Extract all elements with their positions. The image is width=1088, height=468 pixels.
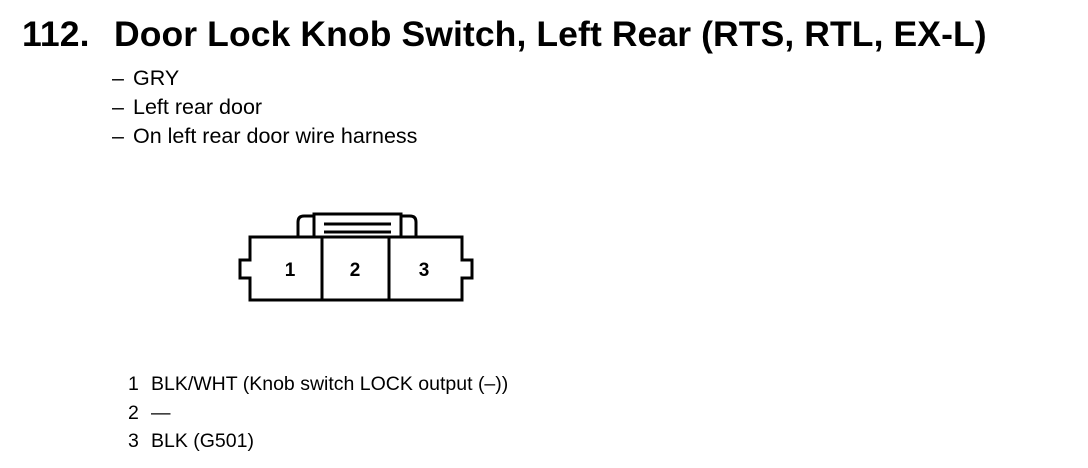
- pinout-row: 2—: [128, 399, 508, 428]
- pinout-wire: BLK/WHT (Knob switch LOCK output (–)): [151, 373, 509, 395]
- lock-tab-outline: [399, 214, 418, 237]
- detail-text: GRY: [133, 66, 180, 90]
- terminal-label: 1: [285, 260, 296, 281]
- connector-details: –GRY –Left rear door –On left rear door …: [112, 64, 417, 151]
- pinout-wire: BLK (G501): [151, 430, 254, 452]
- lock-tab-outline: [312, 212, 403, 216]
- pinout-list: 1 BLK/WHT (Knob switch LOCK output (–)) 2…: [128, 370, 508, 456]
- pinout-wire: —: [151, 401, 171, 424]
- detail-location: –Left rear door: [112, 93, 417, 122]
- detail-dash: –: [112, 66, 124, 90]
- connector-diagram: 1 2 3: [238, 212, 474, 302]
- detail-color: –GRY: [112, 64, 417, 93]
- detail-text: Left rear door: [133, 95, 263, 119]
- section-number: 112.: [22, 13, 90, 54]
- pinout-terminal: 3: [128, 430, 139, 452]
- detail-dash: –: [112, 124, 124, 148]
- pinout-row: 3 BLK (G501): [128, 427, 508, 456]
- detail-text: On left rear door wire harness: [133, 124, 418, 148]
- connector-body-outline: [238, 235, 474, 302]
- pinout-row: 1 BLK/WHT (Knob switch LOCK output (–)): [128, 370, 508, 399]
- detail-dash: –: [112, 95, 124, 119]
- terminal-label: 2: [350, 260, 361, 281]
- lock-tab-outline: [296, 214, 316, 237]
- detail-harness: –On left rear door wire harness: [112, 122, 417, 151]
- pinout-terminal: 1: [128, 373, 139, 395]
- title-text: Door Lock Knob Switch, Left Rear (RTS, R…: [114, 13, 987, 54]
- pinout-terminal: 2: [128, 401, 139, 424]
- page-title: 112. Door Lock Knob Switch, Left Rear (R…: [22, 10, 987, 58]
- terminal-label: 3: [419, 260, 430, 281]
